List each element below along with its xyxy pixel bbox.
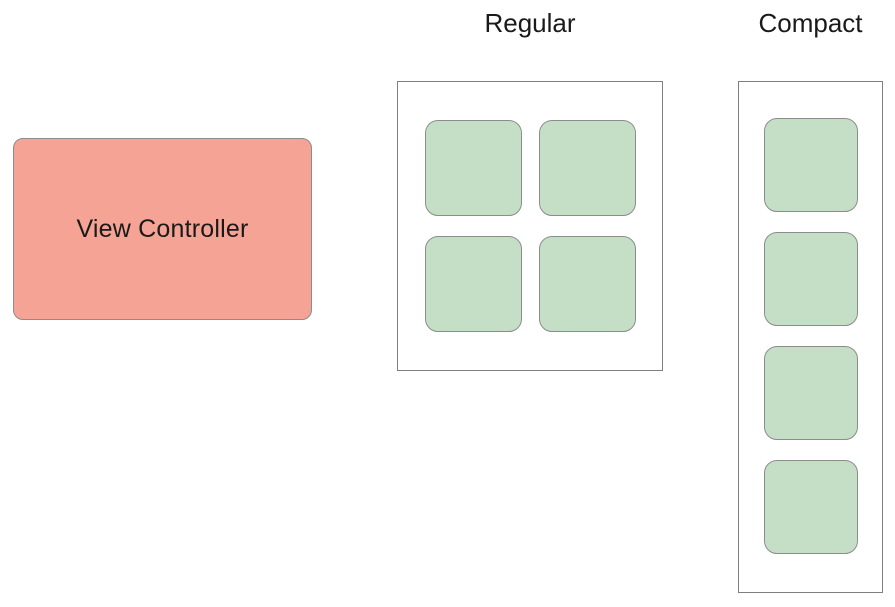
compact-title: Compact	[758, 8, 863, 38]
content-tile	[424, 120, 522, 216]
content-tile	[763, 346, 858, 440]
regular-size-container	[397, 81, 663, 371]
content-tile	[763, 460, 858, 554]
content-tile	[763, 232, 858, 326]
content-tile	[424, 236, 522, 332]
content-tile	[538, 120, 636, 216]
content-tile	[763, 118, 858, 212]
compact-size-container	[738, 81, 883, 593]
regular-title: Regular	[484, 8, 576, 38]
view-controller-box: View Controller	[13, 138, 312, 320]
content-tile	[538, 236, 636, 332]
view-controller-label: View Controller	[76, 214, 249, 243]
